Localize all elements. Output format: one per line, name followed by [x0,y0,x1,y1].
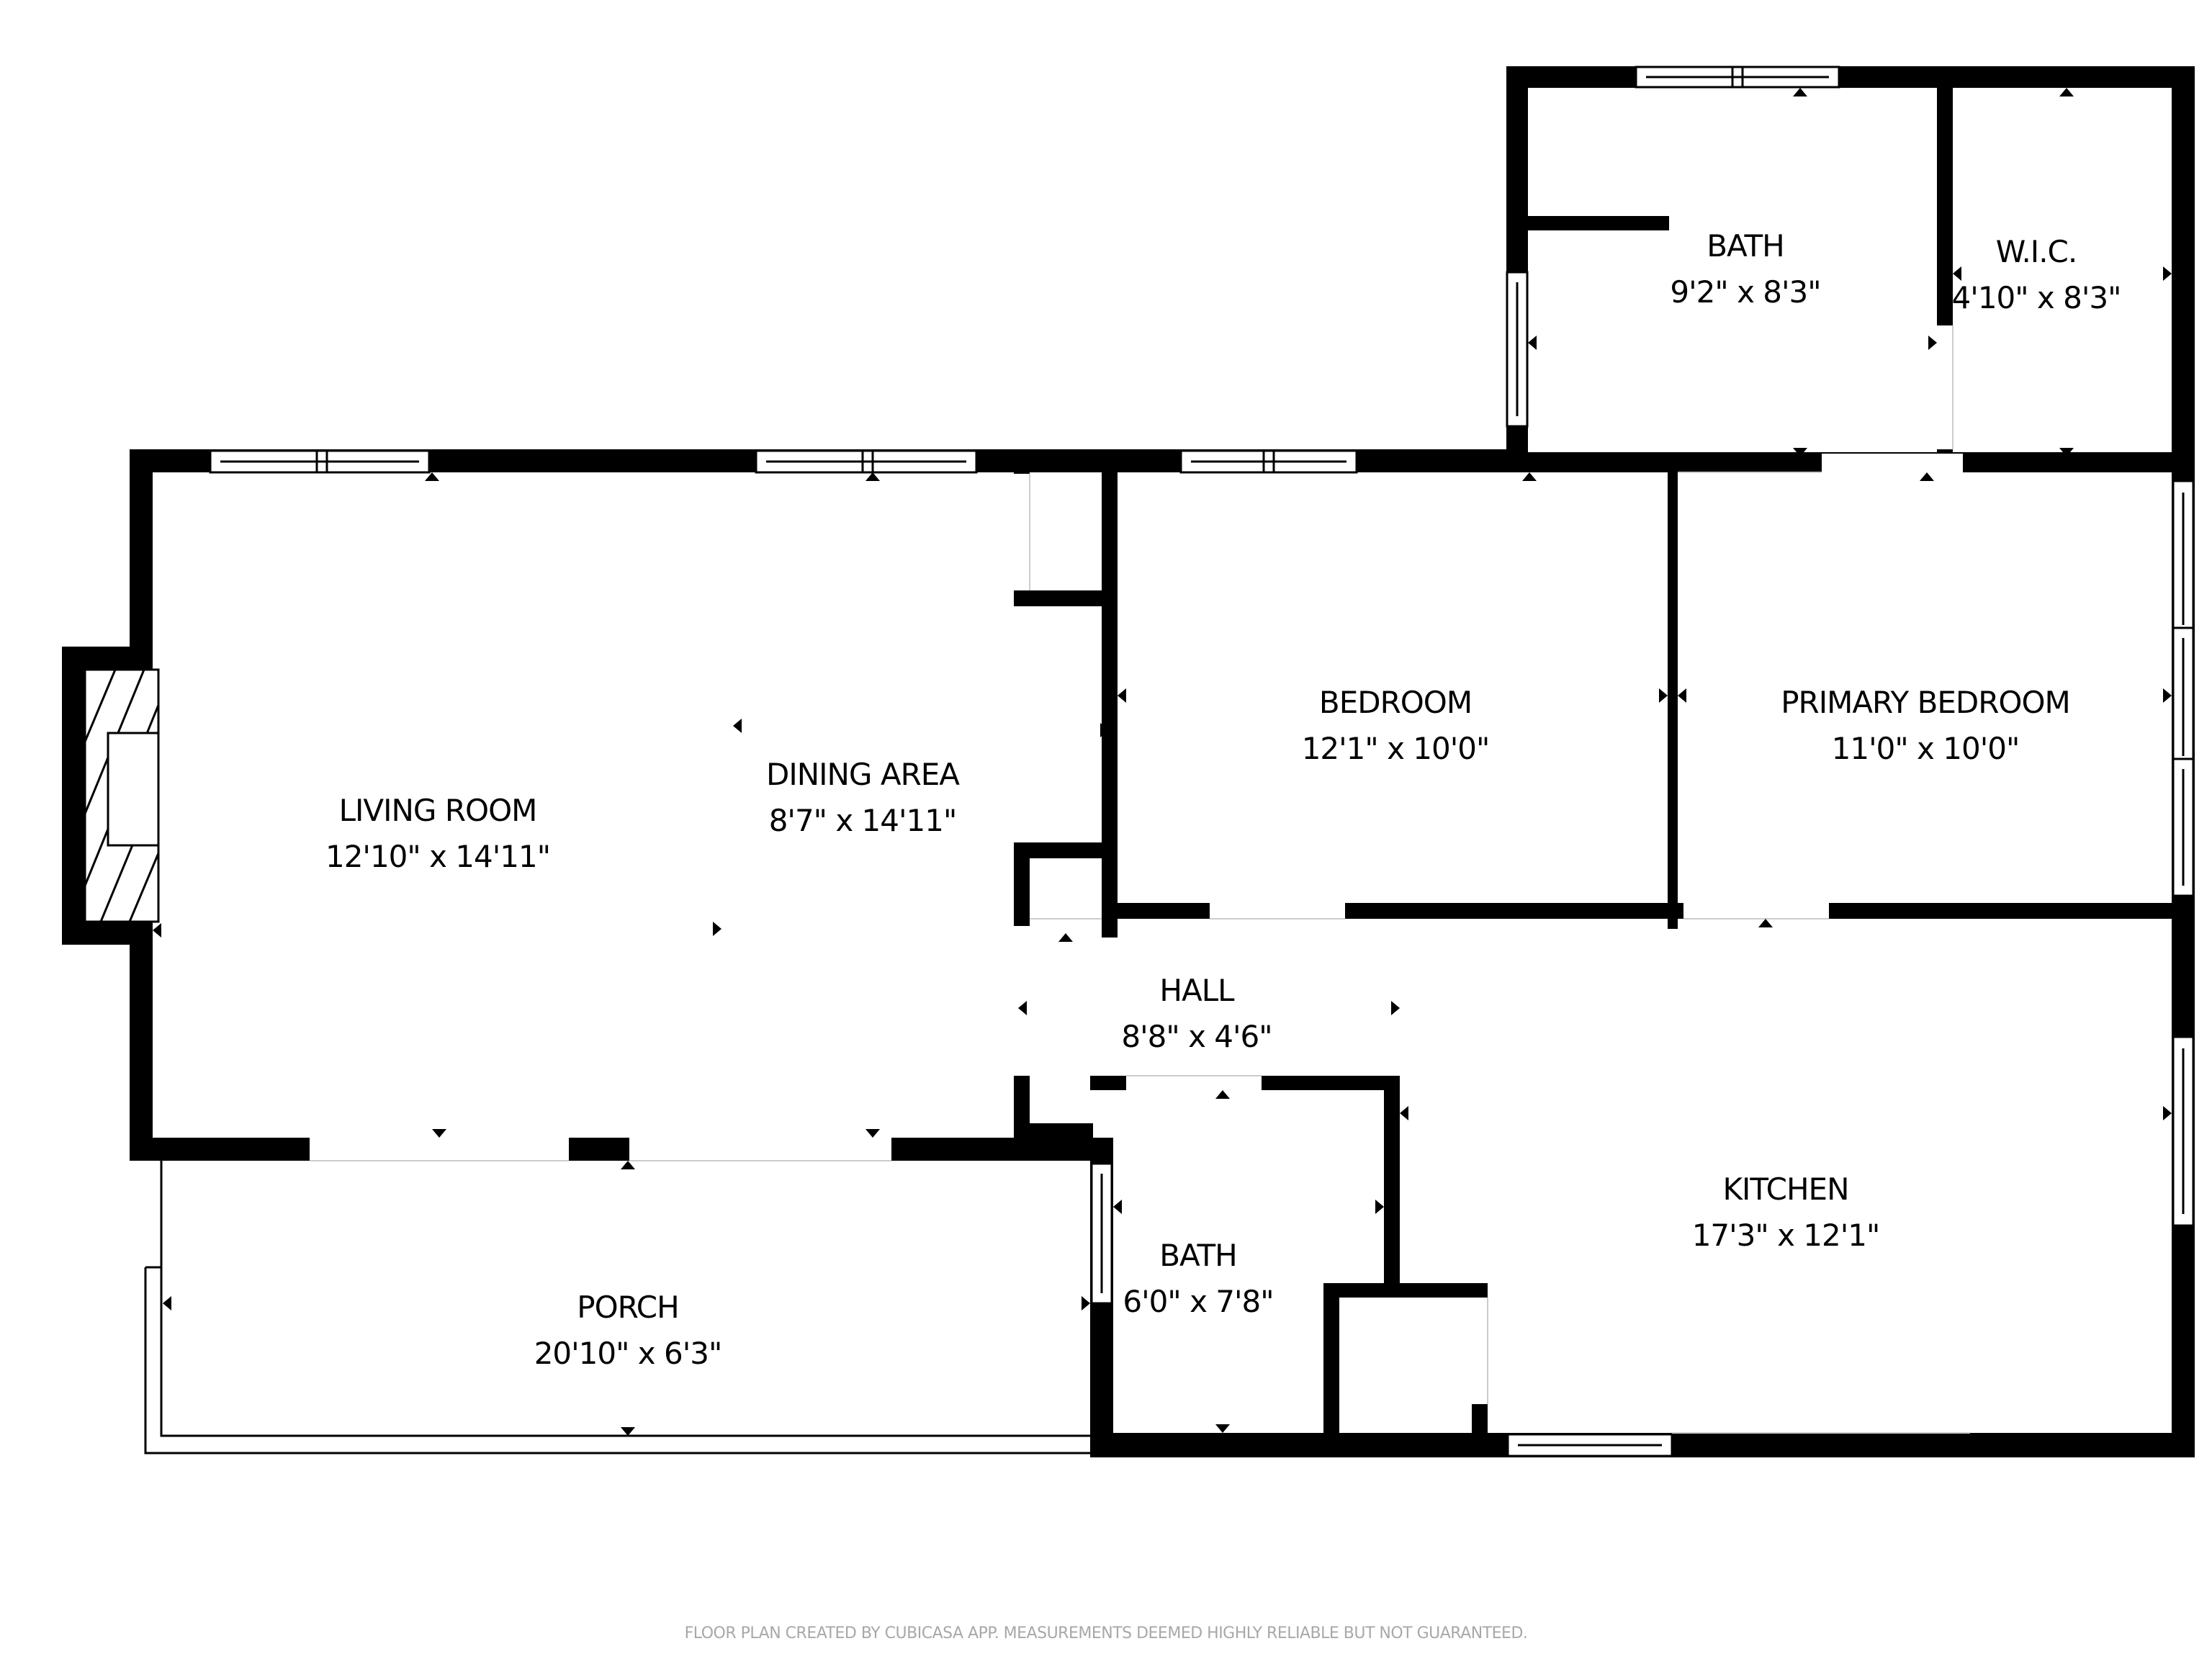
window-kitchen-right [2172,1035,2195,1227]
room-porch: PORCH 20'10" x 6'3" [534,1285,723,1377]
room-dimensions: 9'2" x 8'3" [1670,274,1821,310]
room-hall: HALL 8'8" x 4'6" [1121,968,1272,1060]
disclaimer-footer: FLOOR PLAN CREATED BY CUBICASA APP. MEAS… [684,1624,1528,1642]
room-name: KITCHEN [1722,1172,1850,1207]
room-kitchen: KITCHEN 17'3" x 12'1" [1691,1166,1881,1259]
room-dimensions: 12'1" x 10'0" [1301,731,1491,766]
window-bath-top [1635,66,1840,89]
room-name: DINING AREA [765,757,960,792]
windows [84,66,2195,1457]
room-dimensions: 17'3" x 12'1" [1691,1218,1881,1253]
fireplace [84,668,160,923]
window-living-2 [755,449,978,474]
room-bedroom: BEDROOM 12'1" x 10'0" [1301,680,1491,772]
window-bath-left [1506,271,1529,428]
room-dimensions: 6'0" x 7'8" [1123,1284,1274,1319]
room-bath-upper: BATH 9'2" x 8'3" [1670,223,1821,315]
interior-walls [1014,88,2195,1456]
window-kitchen-bottom [1506,1433,1673,1457]
room-dining-area: DINING AREA 8'7" x 14'11" [765,752,960,844]
porch-outline [144,1161,1099,1455]
room-living-room: LIVING ROOM 12'10" x 14'11" [325,788,551,880]
room-dimensions: 12'10" x 14'11" [325,839,551,874]
room-dimensions: 4'10" x 8'3" [1951,280,2122,315]
window-primary-2 [2172,626,2195,768]
room-name: PORCH [577,1290,679,1325]
room-name: BATH [1707,228,1785,264]
room-dimensions: 11'0" x 10'0" [1831,731,2020,766]
room-wic: W.I.C. 4'10" x 8'3" [1951,229,2122,321]
window-primary-1 [2172,480,2195,638]
room-dimensions: 20'10" x 6'3" [534,1336,723,1371]
room-name: HALL [1159,973,1234,1008]
room-name: PRIMARY BEDROOM [1781,685,2071,720]
room-dimensions: 8'7" x 14'11" [768,803,958,838]
door-openings [310,325,1970,1434]
window-living-1 [209,449,431,474]
room-bath-lower: BATH 6'0" x 7'8" [1123,1233,1274,1325]
room-name: BEDROOM [1318,685,1473,720]
room-dimensions: 8'8" x 4'6" [1121,1019,1272,1054]
room-name: BATH [1159,1238,1238,1273]
dimension-arrows [153,88,2172,1456]
window-primary-3 [2172,757,2195,897]
window-bedroom [1179,449,1358,474]
room-name: LIVING ROOM [338,793,538,828]
room-name: W.I.C. [1995,234,2077,269]
room-primary-bedroom: PRIMARY BEDROOM 11'0" x 10'0" [1781,680,2071,772]
window-bath-lower [1090,1162,1113,1305]
